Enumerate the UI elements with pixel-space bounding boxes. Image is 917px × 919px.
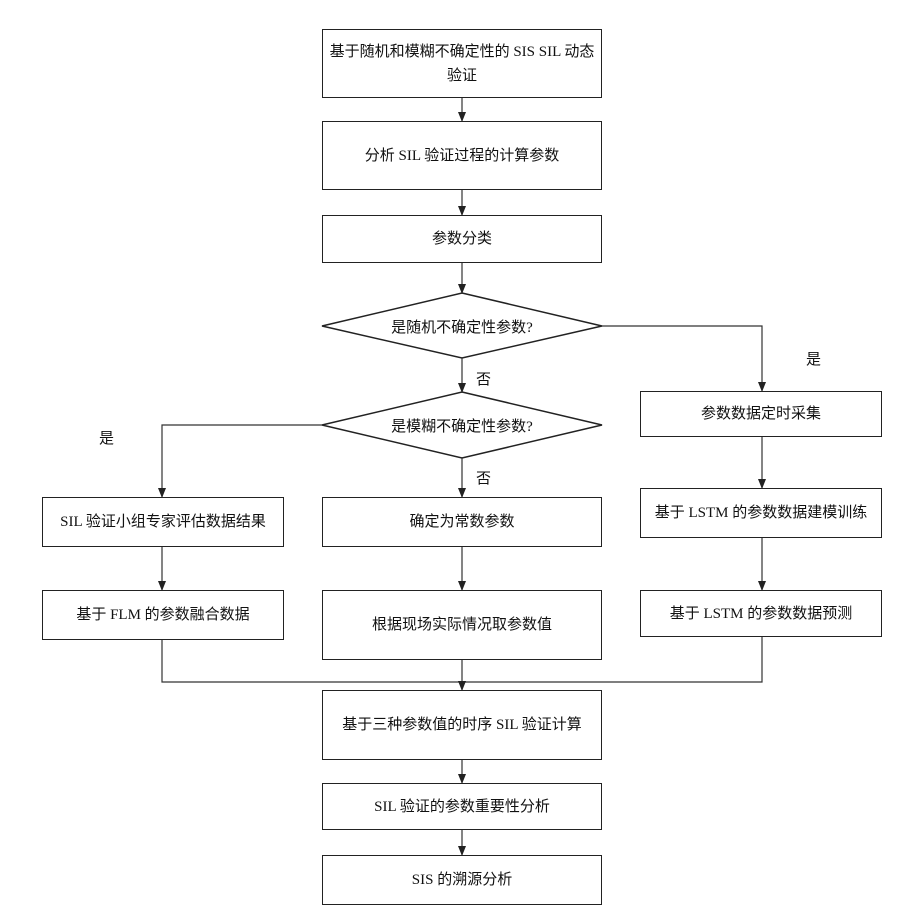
trace-box: SIS 的溯源分析 (322, 855, 602, 905)
expert-text: SIL 验证小组专家评估数据结果 (60, 510, 266, 534)
collect-box: 参数数据定时采集 (640, 391, 882, 437)
start-text: 基于随机和模糊不确定性的 SIS SIL 动态验证 (329, 40, 595, 88)
constant-box: 确定为常数参数 (322, 497, 602, 547)
flm-text: 基于 FLM 的参数融合数据 (76, 603, 249, 627)
field-value-text: 根据现场实际情况取参数值 (372, 613, 552, 637)
classify-box: 参数分类 (322, 215, 602, 263)
lstm-predict-box: 基于 LSTM 的参数数据预测 (640, 590, 882, 637)
expert-box: SIL 验证小组专家评估数据结果 (42, 497, 284, 547)
timeseries-box: 基于三种参数值的时序 SIL 验证计算 (322, 690, 602, 760)
importance-text: SIL 验证的参数重要性分析 (374, 795, 550, 819)
collect-text: 参数数据定时采集 (701, 402, 821, 426)
label-no-fuzzy: 否 (476, 467, 491, 488)
flm-box: 基于 FLM 的参数融合数据 (42, 590, 284, 640)
classify-text: 参数分类 (432, 227, 492, 251)
analyze-box: 分析 SIL 验证过程的计算参数 (322, 121, 602, 190)
label-yes-fuzzy: 是 (99, 427, 114, 448)
label-no-random: 否 (476, 368, 491, 389)
arrow-random-yes (602, 326, 762, 391)
arrow-fuzzy-yes (162, 425, 322, 497)
constant-text: 确定为常数参数 (409, 510, 514, 534)
field-value-box: 根据现场实际情况取参数值 (322, 590, 602, 660)
lstm-train-text: 基于 LSTM 的参数数据建模训练 (655, 501, 868, 525)
lstm-train-box: 基于 LSTM 的参数数据建模训练 (640, 488, 882, 538)
importance-box: SIL 验证的参数重要性分析 (322, 783, 602, 830)
start-box: 基于随机和模糊不确定性的 SIS SIL 动态验证 (322, 29, 602, 98)
timeseries-text: 基于三种参数值的时序 SIL 验证计算 (342, 713, 581, 737)
label-yes-random: 是 (806, 348, 821, 369)
trace-text: SIS 的溯源分析 (412, 868, 512, 892)
analyze-text: 分析 SIL 验证过程的计算参数 (365, 144, 559, 168)
decision-random-text: 是随机不确定性参数? (342, 311, 582, 341)
decision-fuzzy-text: 是模糊不确定性参数? (342, 410, 582, 440)
lstm-predict-text: 基于 LSTM 的参数数据预测 (670, 602, 853, 626)
